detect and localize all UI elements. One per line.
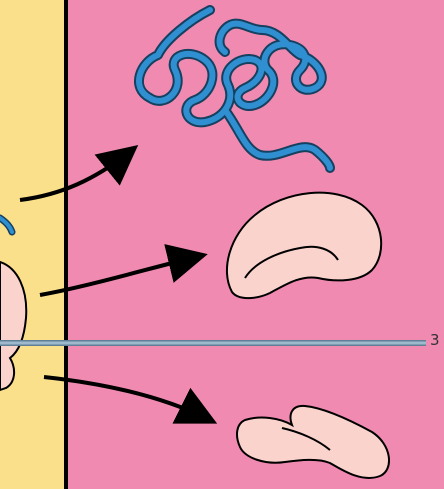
edge-label: 3 (430, 333, 440, 348)
left-panel (0, 0, 66, 489)
